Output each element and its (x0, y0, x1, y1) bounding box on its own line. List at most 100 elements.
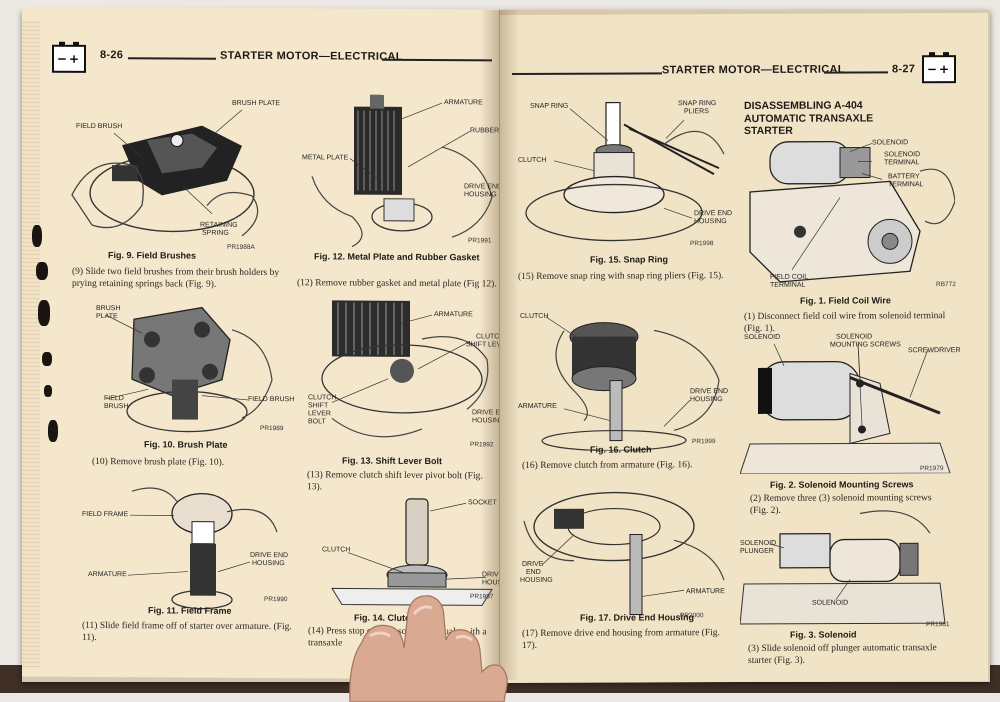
instruction-text: (11) Slide field frame off of starter ov… (82, 621, 302, 645)
callout-label: FIELD BRUSH (248, 396, 294, 404)
figure-caption: Fig. 1. Field Coil Wire (800, 295, 891, 305)
callout-label: HOUSING (252, 560, 285, 568)
part-ref: PR1990 (264, 596, 288, 603)
figure-metal-plate-gasket: ARMATURE RUBBER GASKET METAL PLATE DRIVE… (292, 86, 500, 252)
left-section-title: STARTER MOTOR—ELECTRICAL (220, 50, 403, 63)
ink-stain (48, 420, 58, 442)
callout-label: CLUTCH (476, 333, 500, 341)
callout-label: SHIFT LEVER (466, 341, 500, 349)
callout-label: HOUSING (690, 396, 723, 404)
left-page: −+ 8-26 STARTER MOTOR—ELECTRICAL FIELD B… (22, 7, 500, 680)
figure-caption: Fig. 16. Clutch (590, 444, 652, 454)
figure-drive-end-housing: DRIVE END HOUSING ARMATURE PR2000 (514, 480, 729, 621)
ink-stain (36, 262, 48, 280)
figure-solenoid-mounting-screws: SOLENOID SOLENOID MOUNTING SCREWS SCREWD… (740, 333, 955, 474)
callout-label: DRIVE END (250, 552, 288, 560)
figure-caption: Fig. 15. Snap Ring (590, 254, 668, 264)
callout-label: END (526, 569, 541, 577)
instruction-text: (12) Remove rubber gasket and metal plat… (297, 278, 497, 291)
ink-stain (38, 300, 50, 326)
instruction-text: (16) Remove clutch from armature (Fig. 1… (522, 460, 732, 472)
ink-stain (44, 385, 52, 397)
figure-field-brushes: FIELD BRUSH BRUSH PLATE RETAINING SPRING… (52, 85, 282, 261)
field-brushes-illustration (52, 85, 282, 261)
solenoid-illustration (740, 503, 955, 632)
callout-label: SHIFT (308, 402, 328, 410)
callout-label: FIELD BRUSH (76, 123, 122, 131)
callout-label: FIELD (104, 395, 124, 403)
header-rule (128, 57, 216, 60)
figure-caption: Fig. 9. Field Brushes (108, 250, 196, 261)
callout-label: SOLENOID (744, 334, 780, 342)
figure-solenoid: SOLENOID PLUNGER SOLENOID PR1981 (740, 503, 955, 632)
callout-label: ARMATURE (444, 99, 483, 107)
instruction-text: (10) Remove brush plate (Fig. 10). (92, 457, 282, 470)
callout-label: SOLENOID (812, 600, 848, 608)
callout-label: DRIVE END (690, 388, 728, 396)
right-page-number: 8-27 (892, 63, 915, 75)
callout-label: ARMATURE (434, 311, 473, 319)
callout-label: BOLT (308, 418, 326, 426)
part-ref: PR1981 (926, 621, 950, 628)
figure-field-coil-wire: SOLENOID SOLENOID TERMINAL BATTERY TERMI… (740, 121, 955, 294)
callout-label: CLUTCH (520, 313, 548, 321)
callout-label: HOUSING (520, 577, 553, 585)
callout-label: HOUSING (472, 417, 500, 425)
callout-label: SCREWDRIVER (908, 347, 961, 355)
callout-label: SOLENOID (884, 151, 920, 159)
figure-field-frame: FIELD FRAME DRIVE END HOUSING ARMATURE P… (52, 481, 282, 612)
callout-label: MOUNTING SCREWS (830, 341, 901, 349)
header-rule (512, 72, 662, 75)
callout-label: RUBBER GASKET (470, 127, 500, 135)
callout-label: ARMATURE (686, 588, 725, 596)
part-ref: PR1991 (468, 237, 492, 244)
callout-label: ARMATURE (518, 403, 557, 411)
callout-label: RETAINING (200, 222, 238, 230)
callout-label: PLIERS (684, 108, 709, 116)
callout-label: DRIVE END (694, 210, 732, 218)
hand-photo-overlay (340, 592, 510, 702)
part-ref: PR1999 (692, 438, 716, 445)
brush-plate-illustration (52, 299, 282, 440)
callout-label: HOUSING (482, 579, 500, 587)
callout-label: DRIVE (522, 561, 543, 569)
callout-label: TERMINAL (888, 181, 923, 189)
callout-label: HOUSING (464, 191, 497, 199)
field-coil-wire-illustration (740, 121, 955, 294)
callout-label: SOCKET (468, 499, 497, 507)
drive-end-housing-illustration (514, 480, 729, 621)
figure-caption: Fig. 10. Brush Plate (144, 439, 228, 450)
figure-caption: Fig. 11. Field Frame (148, 605, 232, 616)
figure-caption: Fig. 13. Shift Lever Bolt (342, 455, 442, 466)
callout-label: DRIVE END (464, 183, 500, 191)
figure-snap-ring: SNAP RING SNAP RING PLIERS CLUTCH DRIVE … (514, 94, 729, 255)
figure-caption: Fig. 12. Metal Plate and Rubber Gasket (314, 251, 480, 262)
figure-caption: Fig. 3. Solenoid (790, 630, 857, 640)
stacked-page-edges (22, 20, 40, 670)
callout-label: SOLENOID (836, 333, 872, 341)
figure-clutch: CLUTCH ARMATURE DRIVE END HOUSING PR1999 (514, 300, 729, 451)
instruction-text: (17) Remove drive end housing from armat… (522, 628, 732, 652)
part-ref: PR1998 (690, 240, 714, 247)
battery-icon: −+ (922, 55, 956, 83)
callout-label: SPRING (202, 230, 229, 238)
callout-label: BRUSH PLATE (232, 100, 280, 108)
part-ref: PR1989 (260, 425, 284, 432)
field-frame-illustration (52, 481, 282, 612)
callout-label: LEVER (308, 410, 331, 418)
part-ref: PR1992 (470, 441, 494, 448)
callout-label: FIELD COIL (770, 274, 808, 282)
callout-label: SNAP RING (678, 100, 716, 108)
clutch-illustration (514, 300, 729, 451)
right-page: STARTER MOTOR—ELECTRICAL 8-27 −+ SNAP RI… (500, 13, 988, 683)
callout-label: ARMATURE (88, 571, 127, 579)
callout-label: BATTERY (888, 173, 920, 181)
callout-label: SOLENOID (740, 540, 776, 548)
right-page-header: STARTER MOTOR—ELECTRICAL 8-27 −+ (512, 59, 970, 91)
part-ref: PR1979 (920, 465, 944, 472)
figure-caption: Fig. 2. Solenoid Mounting Screws (770, 479, 914, 490)
callout-label: BRUSH (96, 305, 121, 313)
part-ref: PR1988A (227, 244, 255, 251)
instruction-text: (3) Slide solenoid off plunger automatic… (748, 643, 952, 667)
callout-label: METAL PLATE (302, 154, 348, 162)
